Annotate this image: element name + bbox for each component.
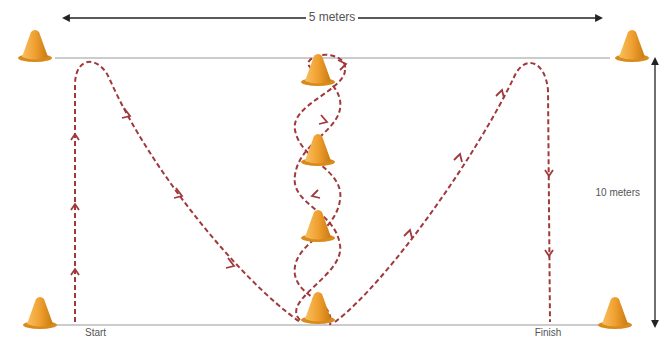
finish-label: Finish [532,327,565,338]
dimension-label: 10 meters [593,187,643,198]
cone [18,30,649,329]
dimension-label: 5 meters [306,11,359,24]
direction-arrow [71,60,553,275]
dimension-arrow [65,18,655,325]
start-label: Start [82,327,109,338]
field-line [55,58,610,325]
running-path [75,55,550,325]
